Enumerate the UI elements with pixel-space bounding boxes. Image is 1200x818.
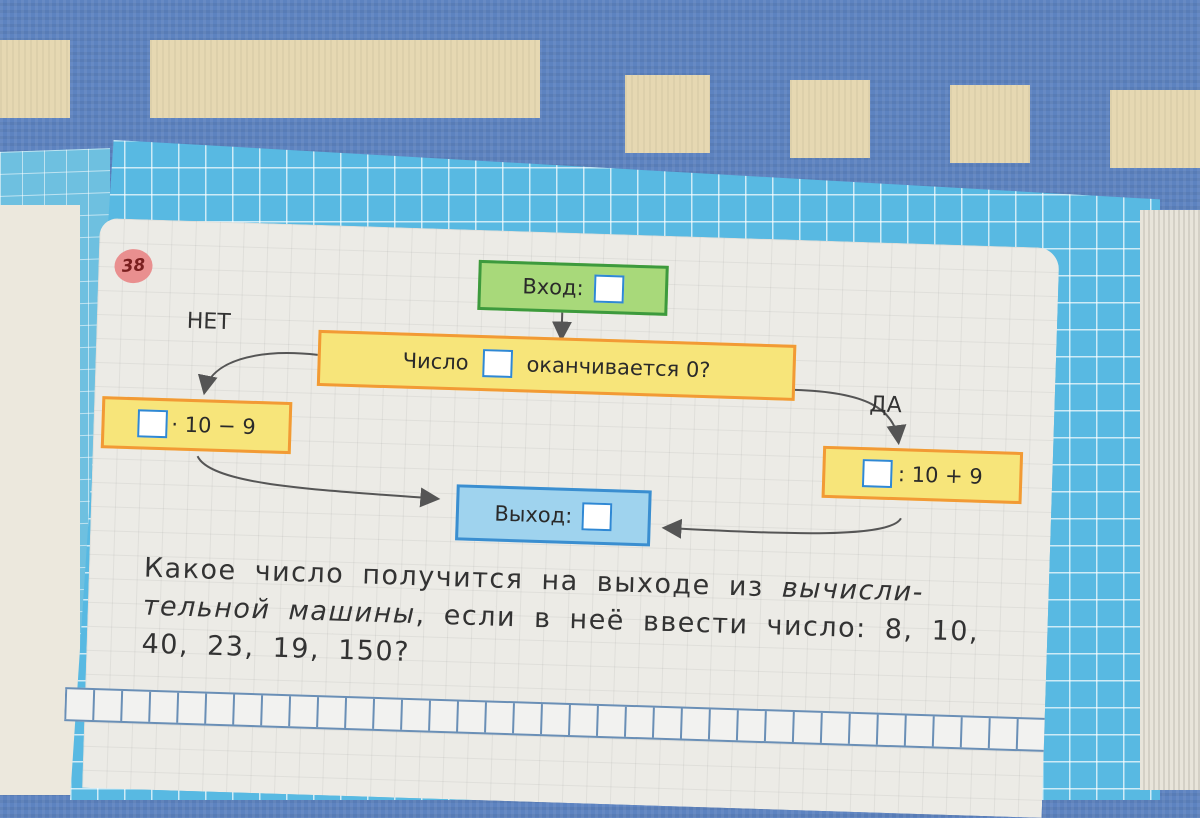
yes-branch-formula: : 10 + 9: [897, 462, 984, 489]
flowchart-arrows: [196, 312, 907, 539]
exercise-panel: 38 Вход: НЕТ Число оканчивается 0? ДА · …: [64, 218, 1060, 818]
tablecloth-pattern: [950, 85, 1030, 163]
output-label: Выход:: [494, 501, 573, 528]
yes-branch-square: [861, 459, 893, 488]
start-box: Вход:: [477, 259, 669, 316]
output-box: Выход:: [455, 484, 652, 547]
decision-label-after: оканчивается 0?: [526, 352, 711, 383]
no-branch-box: · 10 − 9: [100, 396, 293, 455]
yes-label: ДА: [869, 392, 903, 419]
no-branch-square: [136, 409, 168, 439]
no-label: НЕТ: [186, 308, 232, 336]
tablecloth-pattern: [0, 40, 70, 118]
tablecloth-pattern: [150, 40, 540, 118]
arrow-yes-to-output: [661, 517, 902, 539]
tablecloth-pattern: [790, 80, 870, 158]
output-square: [581, 502, 613, 532]
arrow-no-to-output: [196, 455, 441, 508]
answer-cells: [64, 687, 1045, 752]
arrow-no-branch: [197, 352, 318, 396]
decision-label-before: Число: [402, 348, 469, 375]
start-label: Вход:: [522, 274, 585, 301]
arrow-start-to-decision: [551, 312, 572, 342]
page-edges: [1140, 210, 1200, 790]
arrow-yes-branch: [794, 388, 907, 446]
input-square: [593, 274, 625, 304]
tablecloth-pattern: [1110, 90, 1200, 168]
no-branch-formula: · 10 − 9: [170, 412, 257, 439]
tablecloth-pattern: [625, 75, 710, 153]
number-square: [482, 349, 514, 379]
yes-branch-box: : 10 + 9: [821, 445, 1024, 505]
